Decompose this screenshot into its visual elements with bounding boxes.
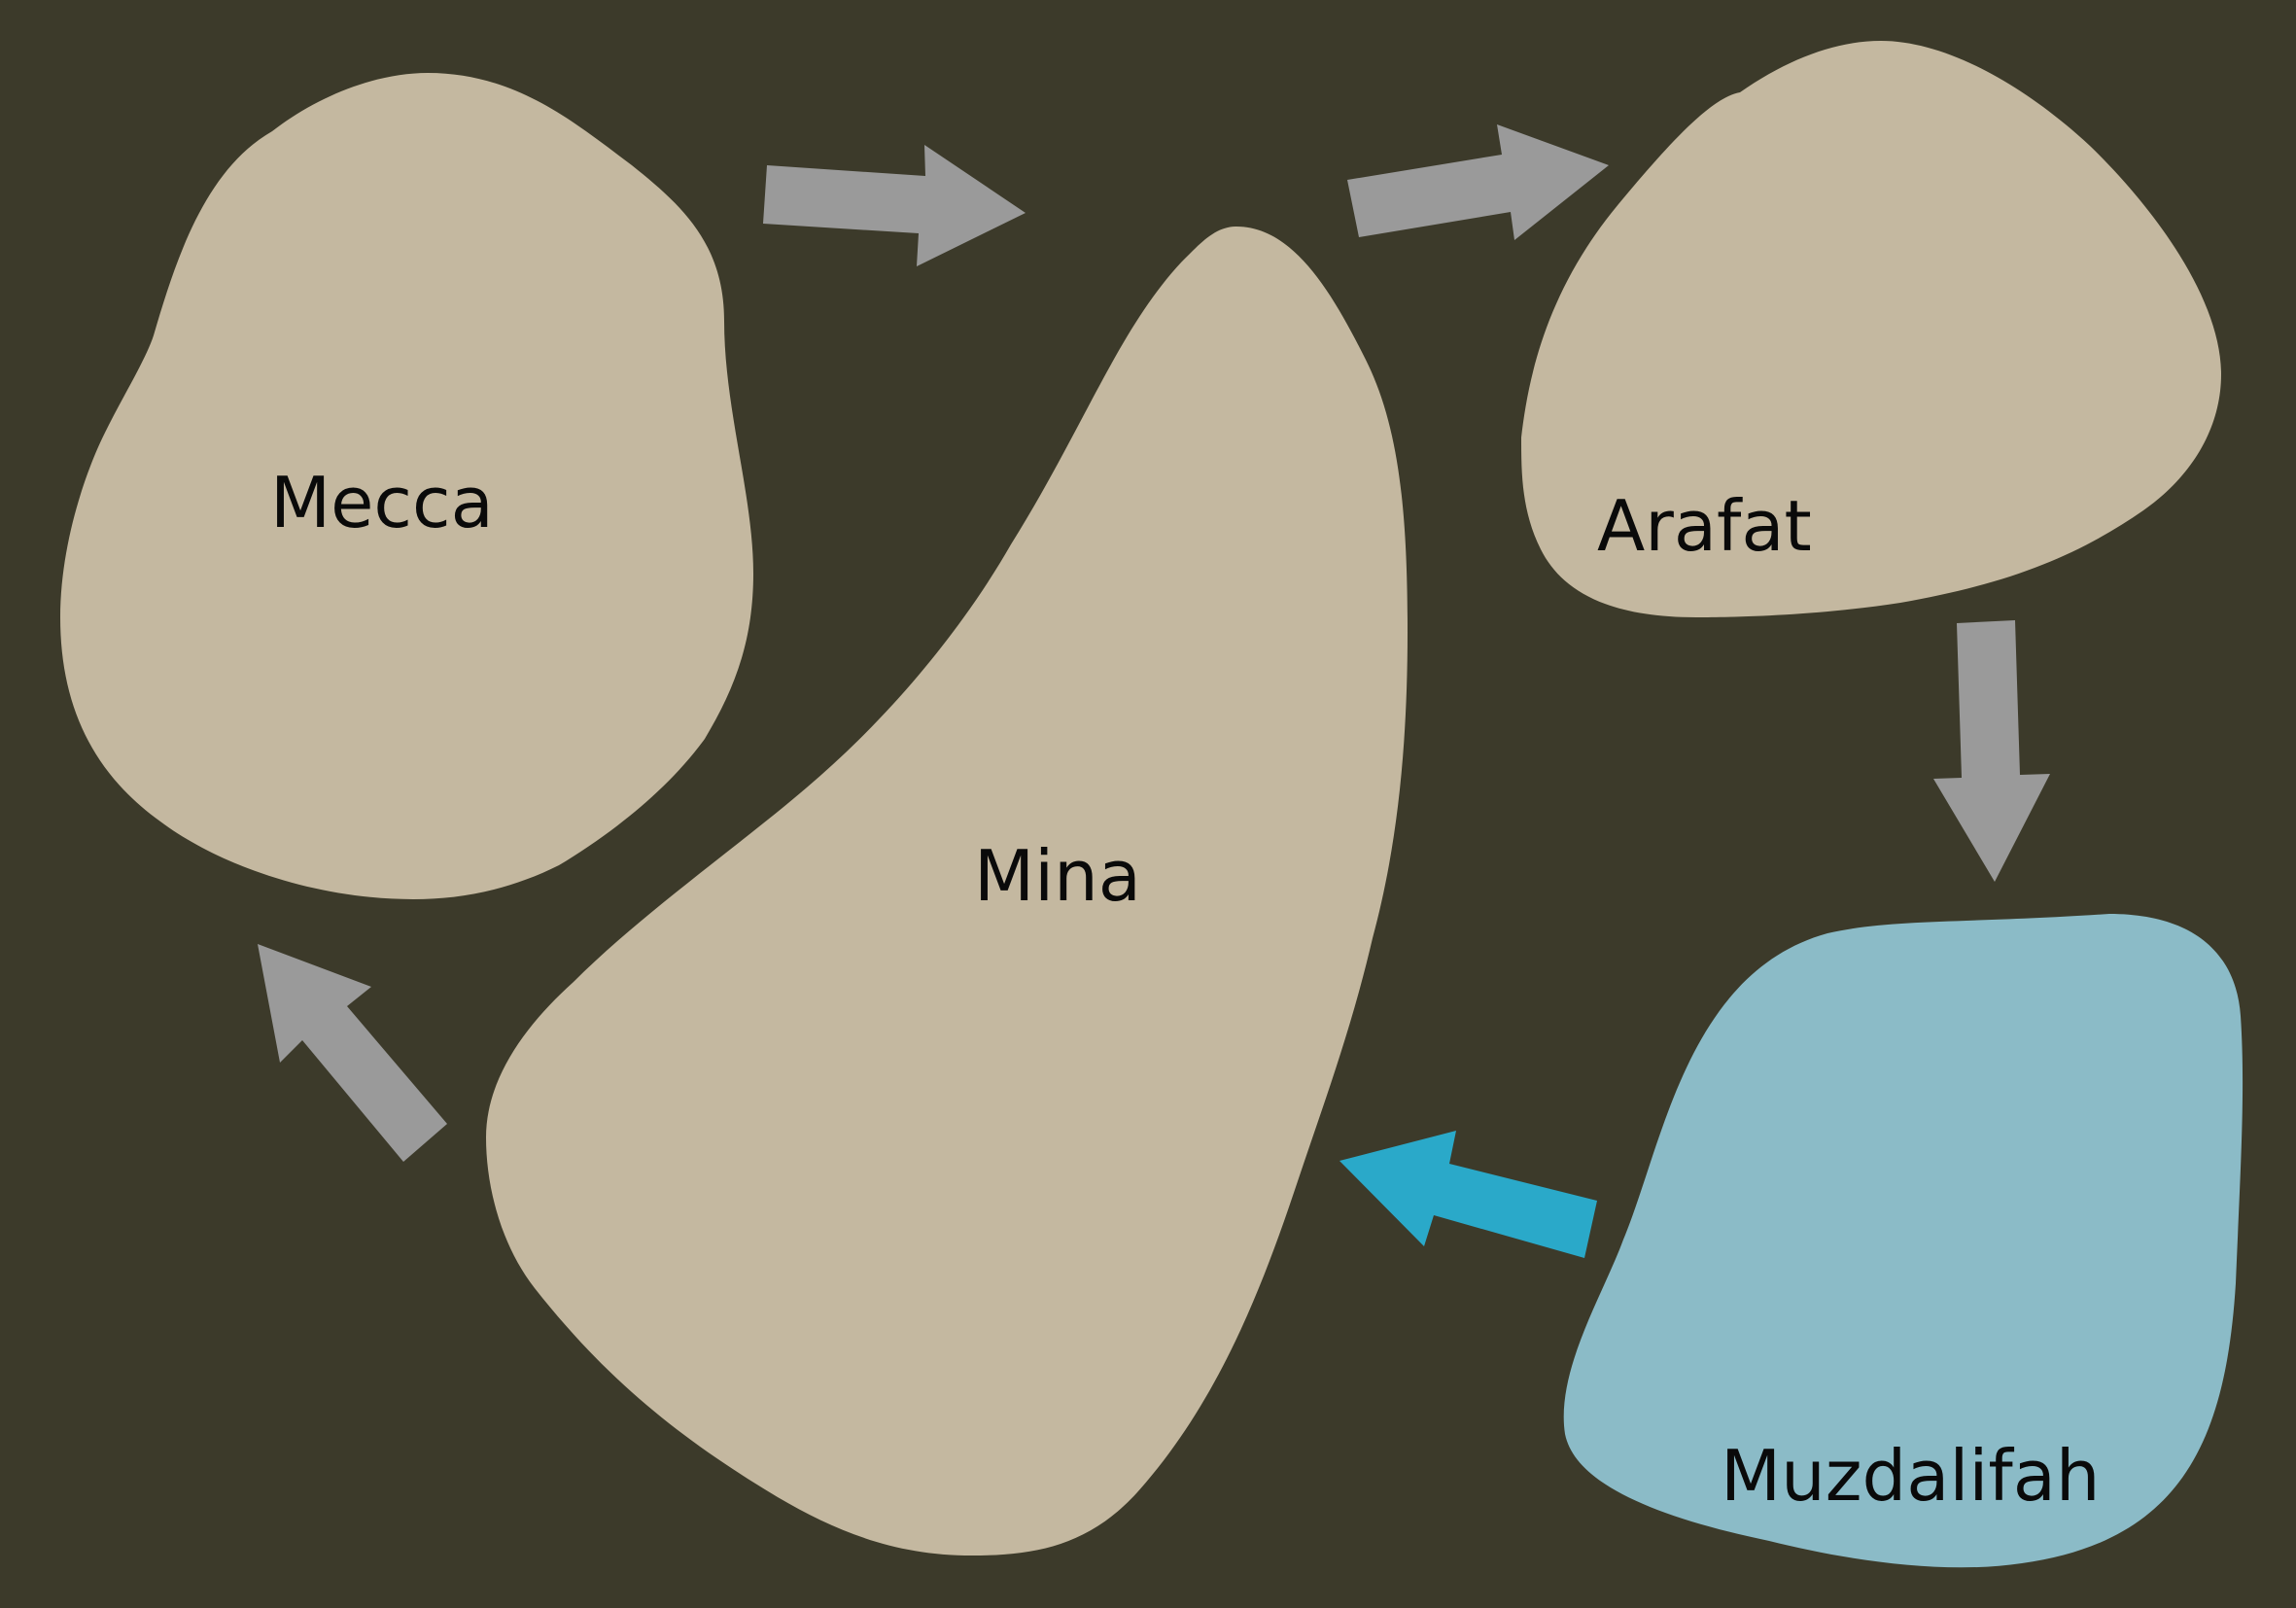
label-arafat: Arafat [1597, 485, 1812, 567]
arrow-muzdalifah-to-mina [1339, 1131, 1597, 1258]
region-arafat [1521, 41, 2221, 617]
label-muzdalifah: Muzdalifah [1721, 1435, 2100, 1517]
label-mina: Mina [974, 835, 1141, 917]
arrow-arafat-to-muzdalifah [1933, 620, 2050, 882]
region-mecca [60, 73, 753, 899]
arrow-mecca-to-mina [763, 145, 1026, 266]
arrow-mina-to-mecca [258, 944, 447, 1162]
label-mecca: Mecca [270, 462, 494, 543]
region-mina [486, 227, 1408, 1556]
arrow-mina-to-arafat [1347, 124, 1609, 240]
region-muzdalifah [1563, 914, 2244, 1568]
